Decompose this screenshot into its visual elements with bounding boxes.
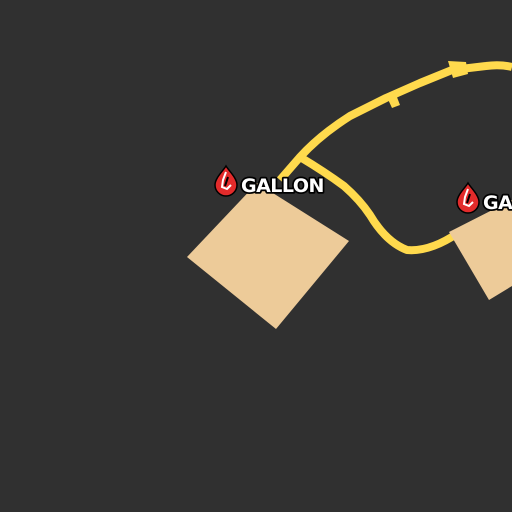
building-gallon-2[interactable] [449,200,512,300]
building-gallon-1[interactable] [187,183,349,329]
road-branch[interactable] [297,153,461,255]
poi-gallon-1[interactable]: GALLON [214,164,326,199]
poi-gallon-2[interactable]: GALLON [456,181,512,216]
road-main[interactable] [276,61,512,183]
fuel-station-icon [456,181,480,214]
poi-label: GALLON [483,192,512,214]
fuel-station-icon [214,164,238,197]
poi-label: GALLON [241,175,324,197]
road-end-marker [448,61,468,78]
buildings [187,183,512,329]
road-tick [386,92,400,108]
road-network [276,61,512,255]
